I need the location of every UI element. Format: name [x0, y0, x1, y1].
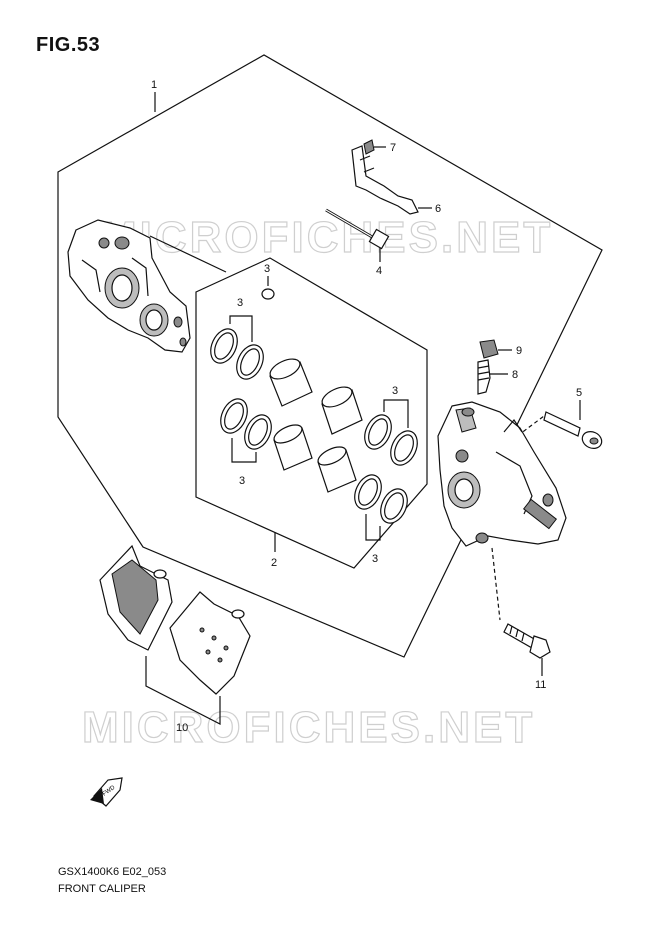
bleeder-cap-9 [479, 339, 499, 359]
bracket-3-lower-right [365, 514, 381, 541]
assembly-outline [57, 54, 603, 658]
left-seal-rings [210, 328, 272, 450]
seal-kit-outline [195, 257, 428, 569]
brake-pad-rear [169, 591, 251, 695]
leader-left-caliper [149, 235, 227, 273]
right-seal-rings [354, 414, 418, 524]
mounting-bolt-11 [503, 623, 551, 659]
bracket-3-upper-right [383, 399, 409, 428]
callout-4: 4 [376, 265, 382, 277]
pad-spring-6 [351, 145, 419, 215]
callout-11: 11 [535, 679, 546, 691]
callout-7: 7 [390, 142, 396, 154]
left-caliper-body [67, 219, 191, 353]
bleeder-cap-3 [261, 288, 275, 300]
bleeder-valve-8 [477, 359, 491, 395]
screw-7 [363, 139, 375, 155]
callout-8: 8 [512, 369, 518, 381]
right-caliper-body [437, 401, 567, 547]
leader-caliper-to-11 [491, 547, 501, 621]
fwd-arrow-icon: FWD [90, 777, 123, 807]
footer-name: FRONT CALIPER [58, 883, 146, 895]
footer-code: GSX1400K6 E02_053 [58, 866, 167, 878]
bracket-3-upper-left [229, 315, 253, 342]
callout-3-lower-right: 3 [372, 553, 378, 565]
watermark-bottom: MICROFICHES.NET [82, 703, 535, 752]
bracket-3-lower-left [231, 438, 257, 463]
callout-10: 10 [176, 722, 188, 734]
pad-pin-4 [325, 208, 390, 250]
callout-2: 2 [271, 557, 277, 569]
bracket-10 [145, 656, 221, 725]
callout-1: 1 [151, 79, 157, 91]
callout-3-lower-left: 3 [239, 475, 245, 487]
watermark-top: MICROFICHES.NET [100, 213, 553, 262]
callout-9: 9 [516, 345, 522, 357]
callout-3-upper-right: 3 [392, 385, 398, 397]
bolt-5 [543, 411, 603, 449]
figure-title: FIG.53 [36, 34, 101, 56]
brake-pad-front [99, 544, 173, 651]
callout-3-upper-left: 3 [237, 297, 243, 309]
pistons [269, 358, 363, 493]
callout-6: 6 [435, 203, 441, 215]
callout-5: 5 [576, 387, 582, 399]
callout-3-top: 3 [264, 263, 270, 275]
